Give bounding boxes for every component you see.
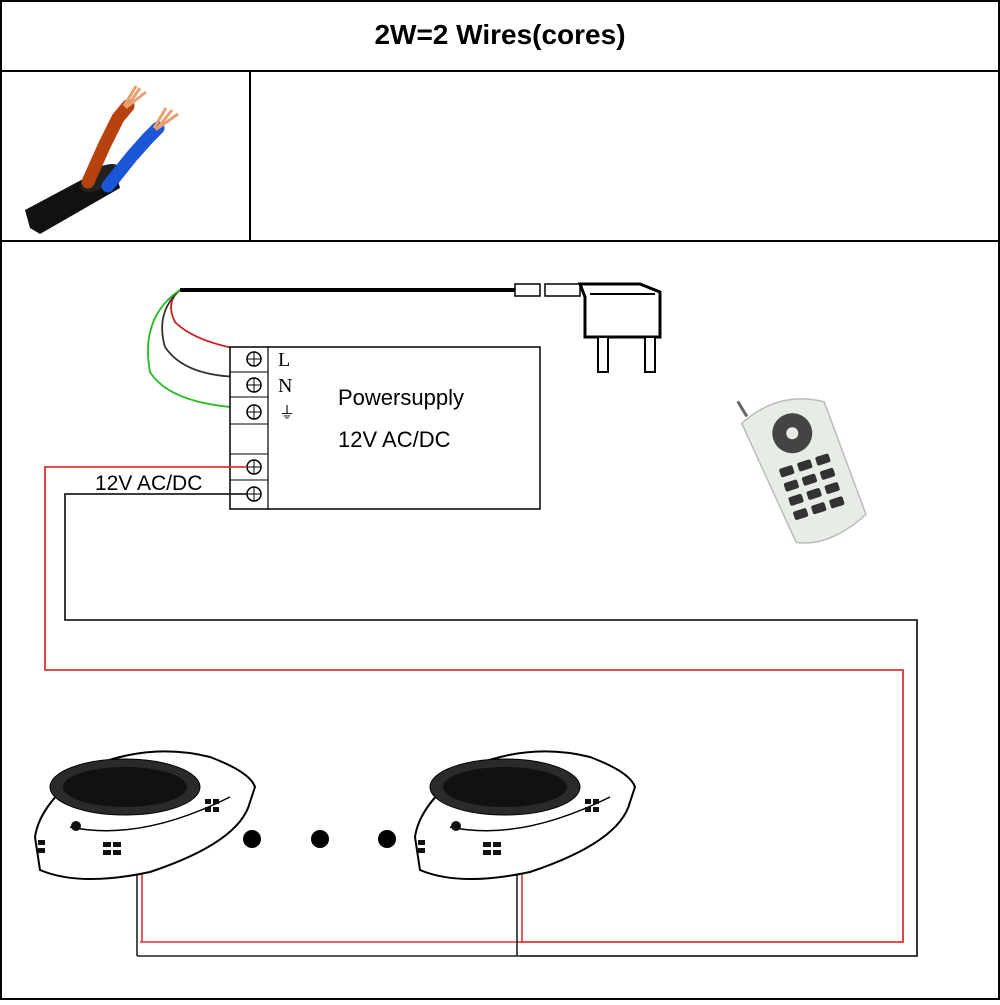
two-core-cable-icon xyxy=(10,78,245,238)
terminal-screw xyxy=(246,486,262,502)
mains-cable xyxy=(147,283,581,409)
terminal-screw xyxy=(246,351,262,367)
terminal-screw xyxy=(246,459,262,475)
terminal-screw xyxy=(246,377,262,393)
page-title: 2W=2 Wires(cores) xyxy=(374,19,626,50)
output-wiring xyxy=(44,466,918,957)
output-voltage-label: 12V AC/DC xyxy=(95,472,202,495)
cell-divider xyxy=(249,72,251,240)
earth-icon: ⏚ xyxy=(279,404,295,422)
pool-light-icon xyxy=(33,750,257,881)
header-row: 2W=2 Wires(cores) xyxy=(0,0,1000,72)
power-supply: L N ⏚ Powersupply 12V AC/DC 12V AC/DC xyxy=(95,346,541,510)
terminal-screw xyxy=(246,404,262,420)
rf-remote-control-icon xyxy=(736,398,867,544)
power-supply-rating: 12V AC/DC xyxy=(338,427,451,452)
more-lights-ellipsis xyxy=(243,830,396,848)
terminal-label-live: L xyxy=(278,349,290,371)
mains-plug-icon xyxy=(577,282,662,373)
power-supply-title: Powersupply xyxy=(338,385,464,410)
image-row xyxy=(0,72,1000,242)
pool-light-icon xyxy=(413,750,637,881)
terminal-label-neutral: N xyxy=(278,375,292,397)
wiring-diagram: L N ⏚ Powersupply 12V AC/DC 12V AC/DC xyxy=(0,242,1000,1000)
